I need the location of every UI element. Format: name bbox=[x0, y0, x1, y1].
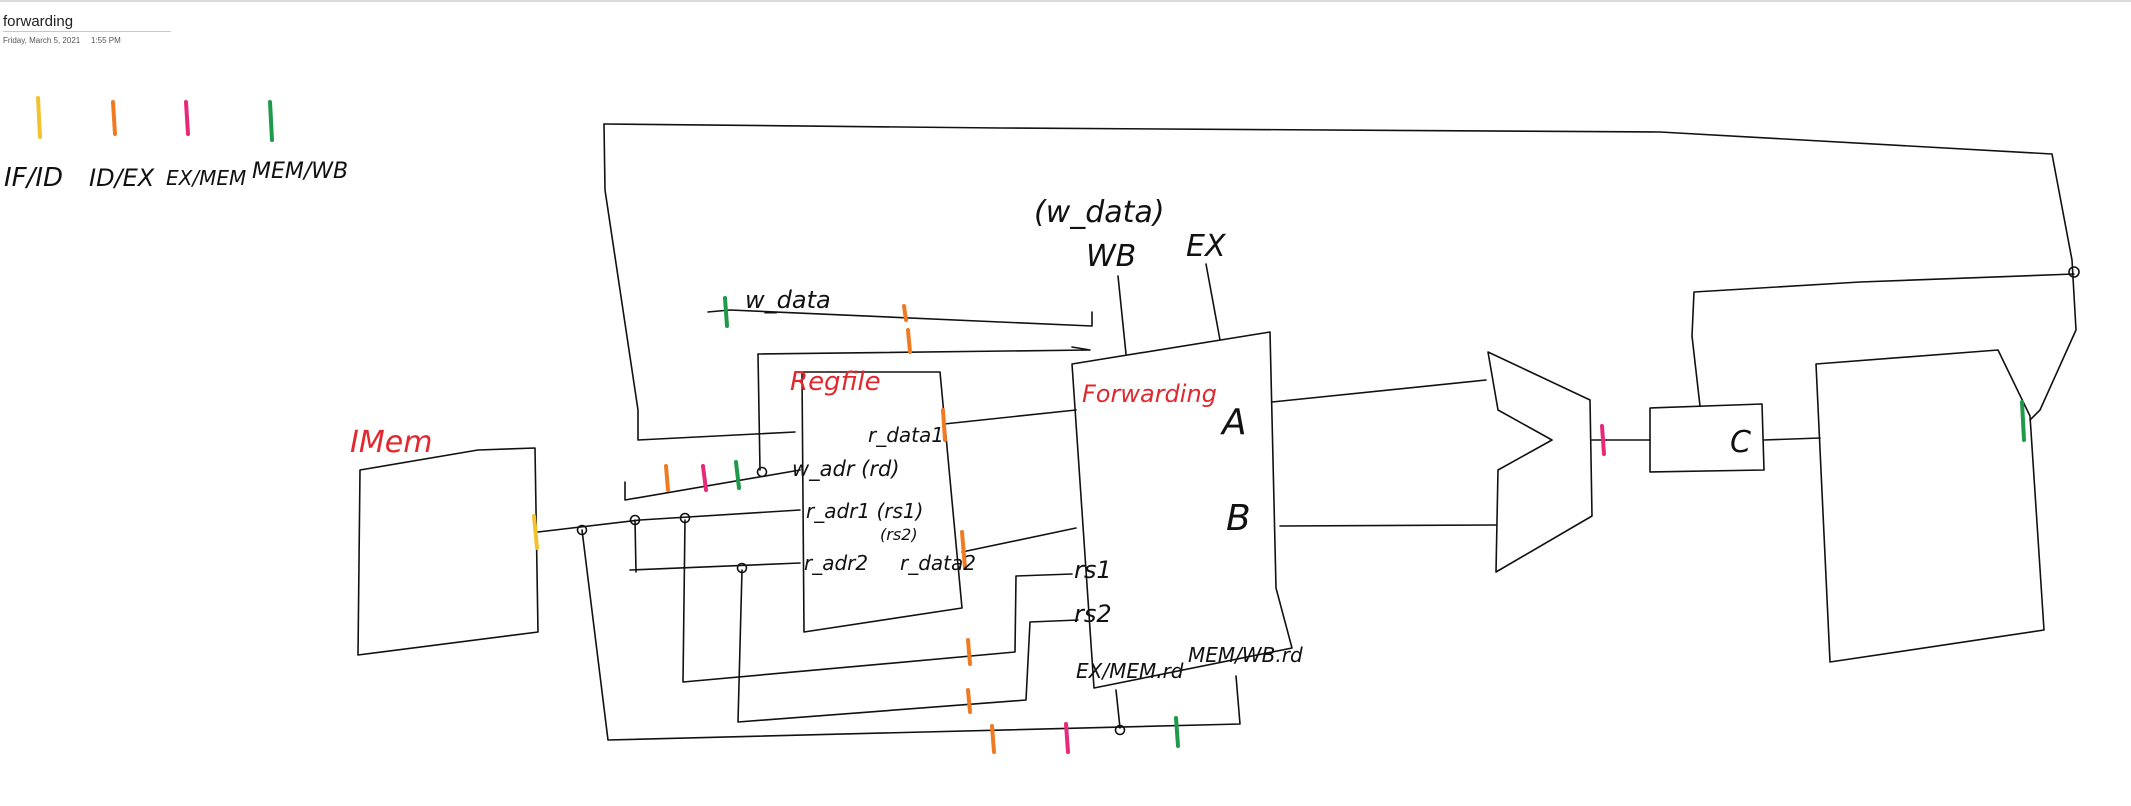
rd-bus-to-forwarding bbox=[1115, 689, 1121, 729]
regfile-frame-left bbox=[757, 353, 761, 471]
if-id-tick bbox=[532, 514, 539, 550]
pipeline-register-ticks bbox=[532, 296, 2026, 754]
id-ex-tick bbox=[960, 530, 967, 570]
junction-dot bbox=[736, 562, 748, 574]
feedback-loop-left bbox=[603, 123, 796, 441]
c-to-memory-wire bbox=[1763, 437, 1821, 441]
ex-mem-tick bbox=[1600, 424, 1606, 456]
junction-dot bbox=[679, 512, 691, 524]
wb-note-label: (w_data) bbox=[1034, 195, 1165, 230]
w-addr-wire bbox=[624, 469, 801, 501]
junction-dot bbox=[629, 514, 641, 526]
alu-shape bbox=[1487, 351, 1593, 573]
r-addr2-label: r_adr2 bbox=[804, 551, 868, 575]
junction-dot bbox=[756, 466, 768, 478]
id-ex-tick bbox=[902, 304, 908, 322]
junction-dot bbox=[2068, 266, 2080, 278]
legend-label-id-ex: ID/EX bbox=[89, 164, 155, 192]
regfile-label: Regfile bbox=[790, 367, 881, 397]
page-time: 1:55 PM bbox=[91, 36, 121, 45]
r-data1-label: r_data1 bbox=[868, 423, 944, 447]
junction-dot bbox=[1114, 724, 1126, 736]
rd-bus-left bbox=[634, 519, 637, 573]
legend-label-if-id: IF/ID bbox=[4, 163, 63, 193]
title-underline bbox=[3, 31, 171, 32]
r-data1-wire bbox=[943, 409, 1077, 425]
junction-dot bbox=[576, 524, 588, 536]
w-addr-label: w_adr (rd) bbox=[792, 457, 900, 482]
id-ex-tick bbox=[966, 638, 972, 666]
c-register-label: C bbox=[1730, 425, 1751, 460]
ex-mem-tick bbox=[701, 464, 708, 492]
pipeline-register-legend: IF/ID ID/EX EX/MEM MEM/WB bbox=[4, 96, 348, 193]
rs2-bus-wire bbox=[737, 569, 1079, 723]
r-data2-wire bbox=[961, 527, 1077, 553]
data-memory-box bbox=[1815, 349, 2045, 663]
rs1-bus-wire bbox=[682, 519, 1073, 683]
forwarding-box bbox=[1071, 331, 1293, 689]
r-data2-label: r_data2 bbox=[900, 551, 976, 575]
r-addr1-label: r_adr1 (rs1) bbox=[806, 499, 923, 523]
legend-swatch-ex-mem bbox=[184, 100, 190, 136]
r-addr2-wire bbox=[629, 562, 801, 571]
wb-label: WB bbox=[1086, 239, 1136, 274]
mem-wb-tick bbox=[734, 460, 741, 490]
feedback-loop-top bbox=[603, 123, 2077, 421]
datapath-wires bbox=[357, 123, 2077, 741]
mem-wb-tick bbox=[2020, 400, 2026, 442]
forwarding-rs1-label: rs1 bbox=[1074, 556, 1112, 584]
mem-wb-tick bbox=[1174, 716, 1180, 748]
legend-item-id-ex: ID/EX bbox=[89, 100, 155, 192]
legend-item-ex-mem: EX/MEM bbox=[166, 100, 246, 190]
legend-label-ex-mem: EX/MEM bbox=[166, 166, 246, 190]
legend-item-if-id: IF/ID bbox=[4, 96, 63, 193]
c-feedback-wire bbox=[1691, 273, 2075, 407]
out-b-wire bbox=[1279, 524, 1497, 527]
ex-input-wire bbox=[1205, 263, 1221, 341]
r-addr2-note: (rs2) bbox=[880, 525, 918, 544]
legend-swatch-mem-wb bbox=[268, 100, 274, 142]
legend-swatch-id-ex bbox=[111, 100, 117, 136]
forwarding-label: Forwarding bbox=[1082, 380, 1217, 408]
wb-input-wire bbox=[1117, 275, 1127, 355]
window-top-border bbox=[0, 0, 2131, 2]
rd-bus-wire bbox=[581, 529, 1241, 741]
legend-swatch-if-id bbox=[36, 96, 42, 139]
ex-mem-tick bbox=[1064, 722, 1070, 754]
id-ex-tick bbox=[966, 688, 972, 714]
forwarding-memwb-rd-label: MEM/WB.rd bbox=[1188, 643, 1303, 667]
regfile-input-frame bbox=[757, 346, 1091, 355]
wire-junctions bbox=[576, 266, 2080, 736]
page-date: Friday, March 5, 2021 bbox=[3, 36, 81, 45]
w-data-wire bbox=[707, 309, 1093, 327]
id-ex-tick bbox=[664, 464, 670, 492]
regfile-box bbox=[801, 371, 963, 633]
id-ex-tick bbox=[990, 724, 996, 754]
forwarding-out-b-label: B bbox=[1226, 498, 1251, 539]
id-ex-tick bbox=[941, 408, 947, 442]
forwarding-out-a-label: A bbox=[1220, 402, 1247, 443]
forwarding-exmem-rd-label: EX/MEM.rd bbox=[1076, 659, 1184, 683]
legend-item-mem-wb: MEM/WB bbox=[252, 100, 348, 184]
c-register-box bbox=[1649, 403, 1765, 473]
legend-label-mem-wb: MEM/WB bbox=[252, 159, 348, 184]
w-data-label: w_data bbox=[745, 286, 831, 314]
forwarding-rs2-label: rs2 bbox=[1074, 600, 1112, 628]
ex-label: EX bbox=[1186, 229, 1227, 264]
imem-label: IMem bbox=[350, 425, 432, 460]
out-a-wire bbox=[1271, 379, 1487, 403]
id-ex-tick bbox=[906, 328, 912, 354]
imem-box bbox=[357, 447, 539, 656]
mem-wb-tick bbox=[723, 296, 729, 328]
page-title[interactable]: forwarding bbox=[3, 13, 74, 30]
